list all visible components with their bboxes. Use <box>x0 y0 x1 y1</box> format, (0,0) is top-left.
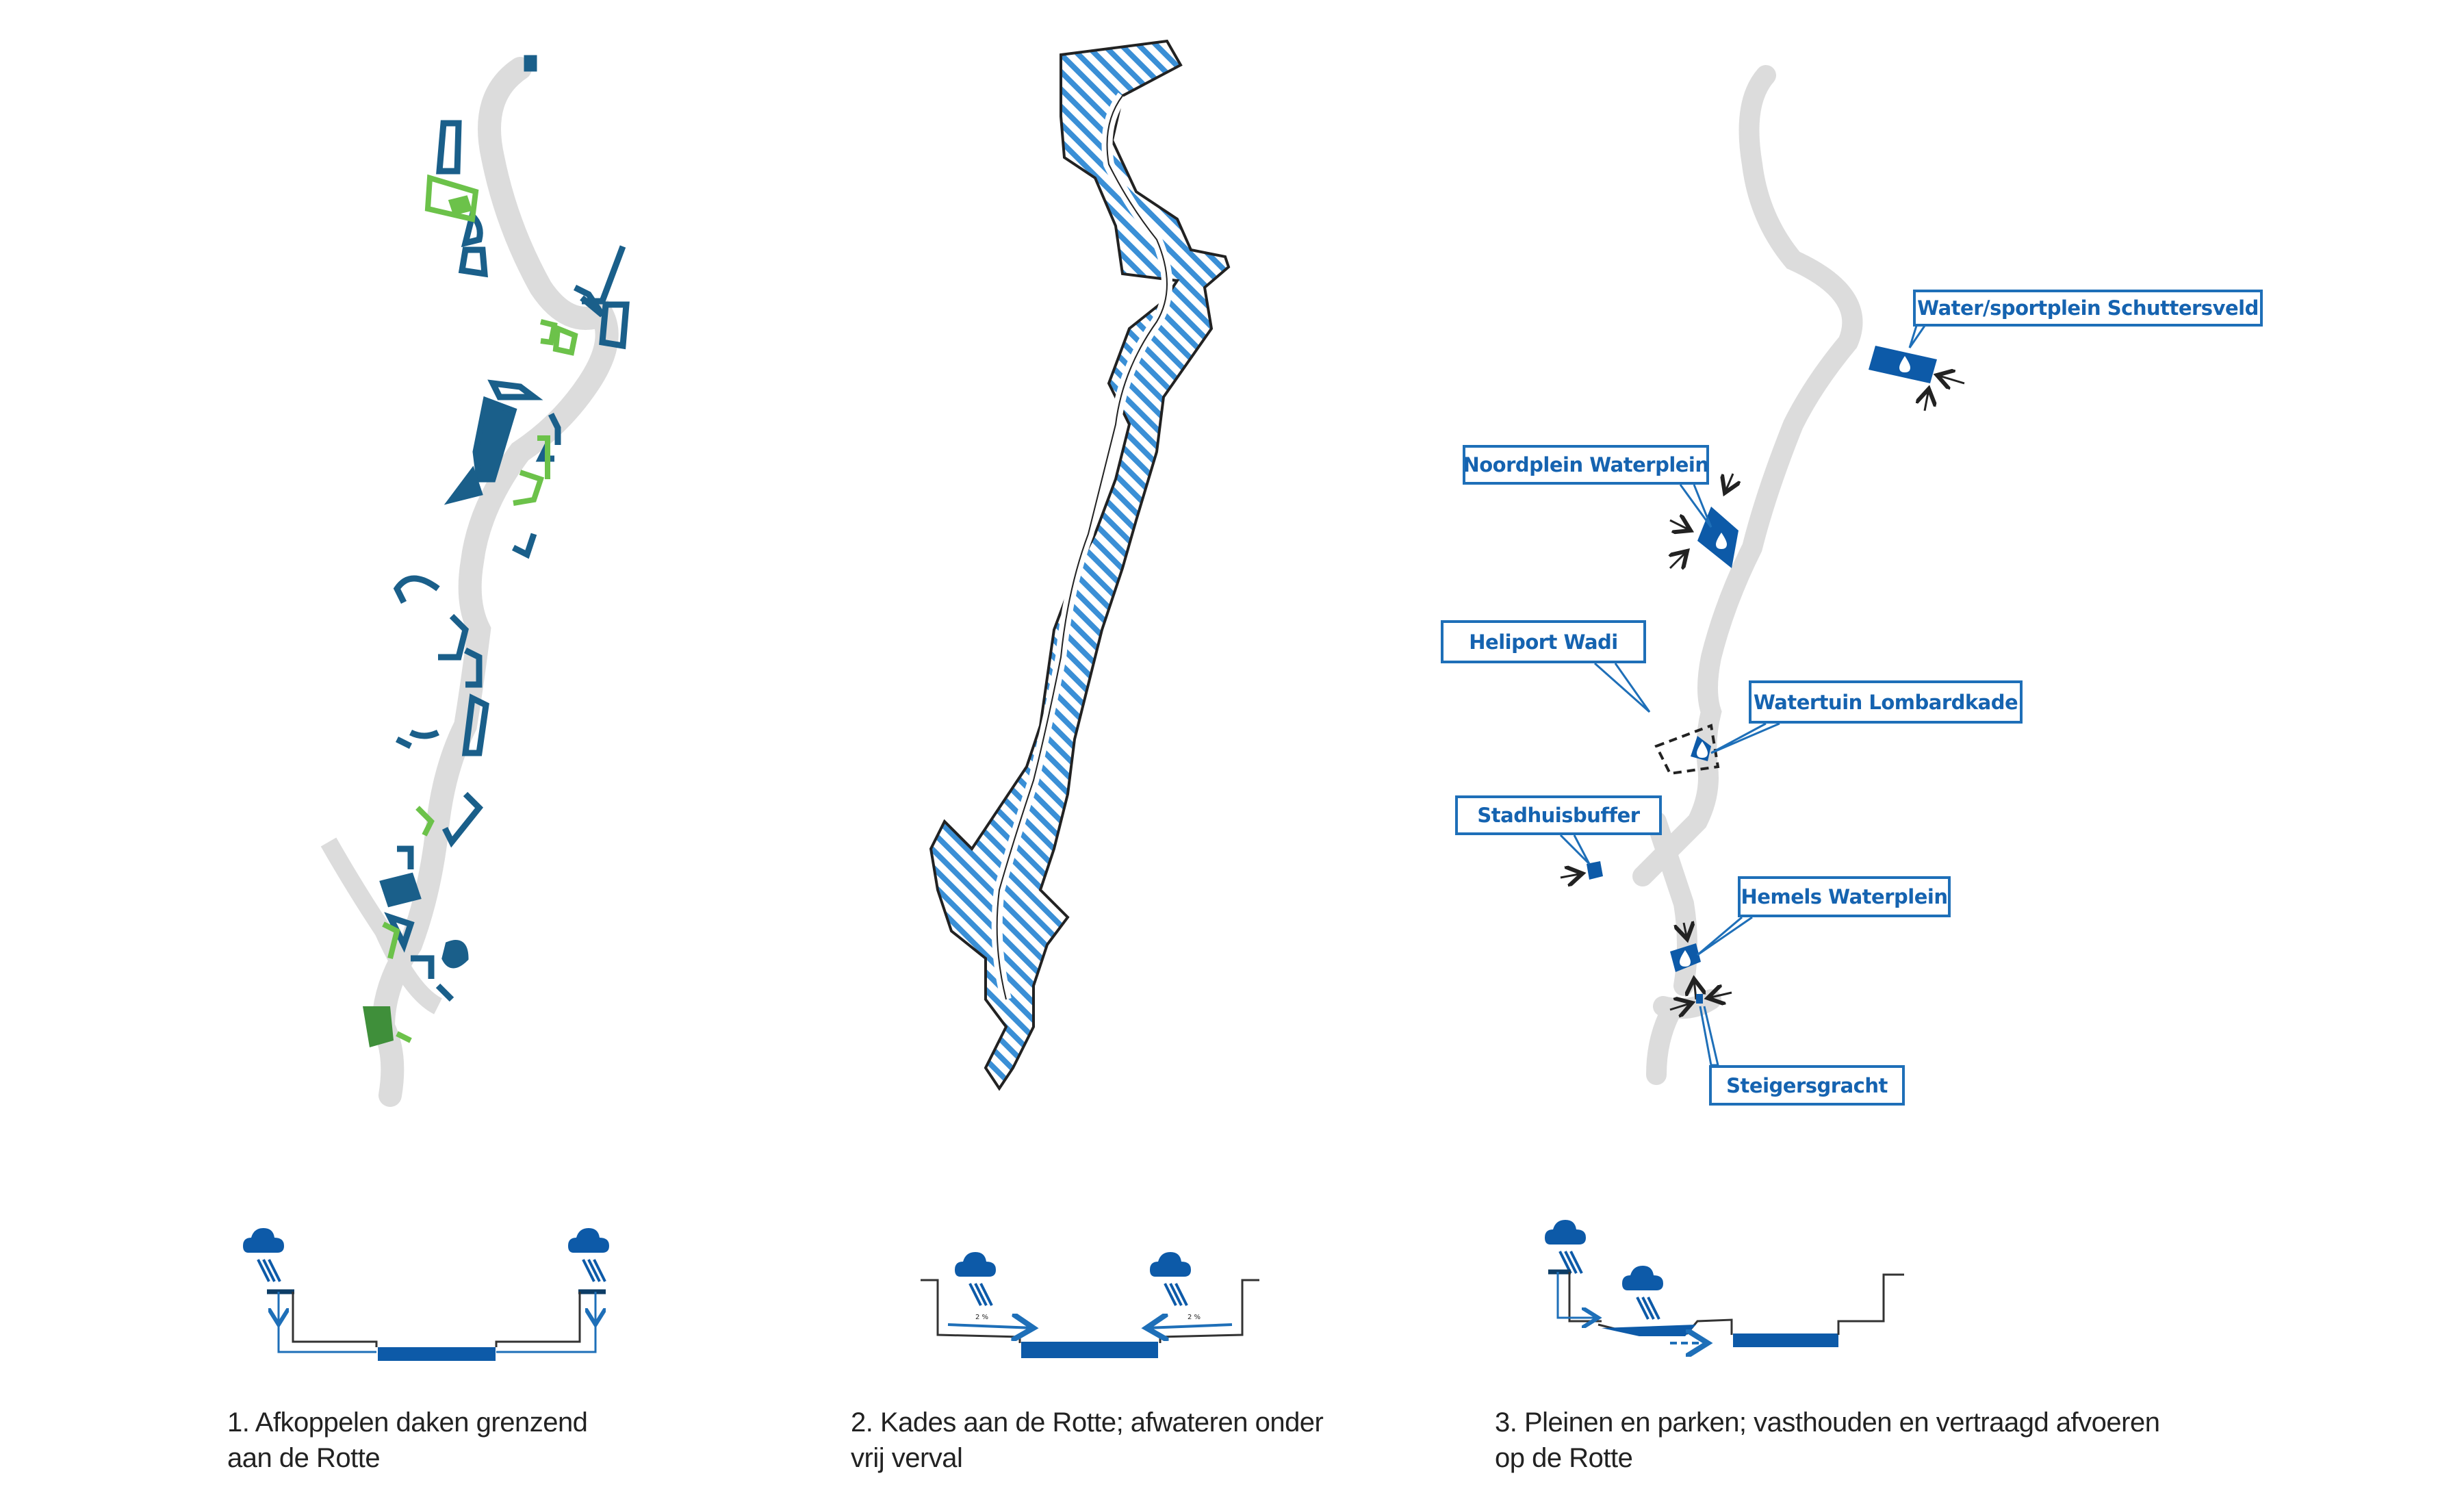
rain-cloud-icon <box>567 1227 611 1283</box>
arrow-icon <box>947 1325 1034 1328</box>
label-heliport: Heliport Wadi <box>1441 620 1646 663</box>
arrow-icon <box>1669 520 1691 531</box>
arrow-icon <box>1937 375 1965 383</box>
caption-1: 1. Afkoppelen daken grenzend aan de Rott… <box>227 1405 588 1476</box>
river-rotte-3 <box>1632 65 1863 1085</box>
caption-1-line-2: aan de Rotte <box>227 1443 381 1473</box>
rain-cloud-icon <box>1543 1218 1587 1275</box>
label-hemels: Hemels Waterplein <box>1738 876 1951 917</box>
arrow-icon <box>1694 979 1696 1000</box>
label-text: Noordplein Waterplein <box>1463 453 1709 476</box>
caption-3: 3. Pleinen en parken; vasthouden en vert… <box>1495 1405 2160 1476</box>
panel-3-map <box>1559 65 1965 1085</box>
caption-2-line-2: vrij verval <box>851 1443 963 1473</box>
label-lombardkade: Watertuin Lombardkade <box>1749 680 2023 724</box>
river-rotte <box>371 57 619 1107</box>
label-text: Heliport Wadi <box>1469 630 1618 654</box>
label-text: Steigersgracht <box>1726 1073 1888 1097</box>
label-text: Stadhuisbuffer <box>1477 804 1640 827</box>
caption-2-line-1: 2. Kades aan de Rotte; afwateren onder <box>851 1407 1324 1438</box>
arrow-icon <box>1684 923 1687 939</box>
plaza-noordplein <box>1669 473 1738 568</box>
arrow-icon <box>1669 1003 1692 1010</box>
rain-cloud-icon <box>242 1227 285 1283</box>
slope-label-right: 2 % <box>1188 1314 1201 1321</box>
heliport-pointer <box>1594 662 1651 713</box>
label-steigersgracht: Steigersgracht <box>1709 1065 1905 1106</box>
panel-1-map <box>320 55 630 1107</box>
park-dark-green <box>363 1006 394 1047</box>
caption-2: 2. Kades aan de Rotte; afwateren onder v… <box>851 1405 1324 1476</box>
water-body <box>1733 1333 1838 1347</box>
plaza-hemels <box>1670 916 1753 1000</box>
caption-3-line-1: 3. Pleinen en parken; vasthouden en vert… <box>1495 1407 2160 1438</box>
plaza-lombardkade <box>1654 722 1780 776</box>
plaza-stadhuisbuffer <box>1559 834 1603 880</box>
arrow-icon <box>1708 993 1732 998</box>
river-lower-branch <box>320 837 443 1014</box>
rain-cloud-icon <box>953 1251 997 1307</box>
arrow-icon <box>1560 873 1582 878</box>
label-noordplein: Noordplein Waterplein <box>1463 445 1709 485</box>
caption-3-line-2: op de Rotte <box>1495 1443 1633 1473</box>
rain-cloud-icon <box>1148 1251 1192 1307</box>
section-2: 2 % 2 % <box>921 1251 1259 1358</box>
label-stadhuisbuffer: Stadhuisbuffer <box>1455 795 1662 835</box>
section-3 <box>1543 1218 1904 1347</box>
arrow-icon <box>1146 1325 1233 1328</box>
panel-2-map <box>929 39 1231 1091</box>
water-body <box>1021 1342 1158 1358</box>
rain-cloud-icon <box>1621 1264 1665 1320</box>
plaza-schuttersveld <box>1869 325 1965 411</box>
water-body <box>378 1347 496 1361</box>
arrow-icon <box>1670 551 1687 568</box>
label-text: Water/sportplein Schuttersveld <box>1917 296 2259 320</box>
slope-label-left: 2 % <box>975 1314 988 1321</box>
retention-basin <box>1602 1325 1696 1336</box>
label-text: Hemels Waterplein <box>1741 885 1948 908</box>
arrow-icon <box>1725 473 1733 493</box>
caption-1-line-1: 1. Afkoppelen daken grenzend <box>227 1407 588 1438</box>
label-schuttersveld: Water/sportplein Schuttersveld <box>1913 290 2263 327</box>
arrow-icon <box>1925 389 1929 411</box>
label-text: Watertuin Lombardkade <box>1753 690 2018 714</box>
section-1 <box>242 1227 611 1361</box>
